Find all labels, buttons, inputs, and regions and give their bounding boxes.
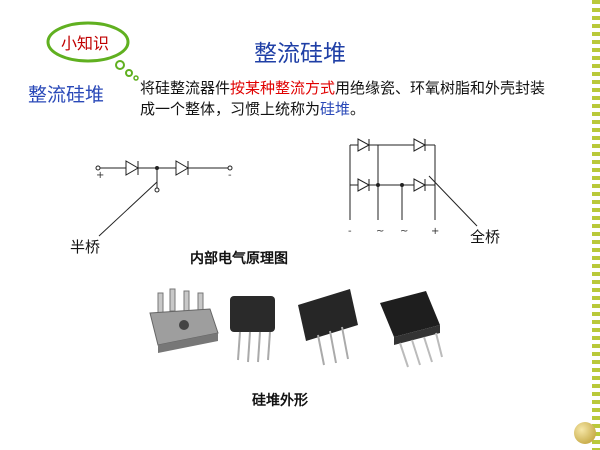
half-bridge-plus: + bbox=[96, 170, 105, 181]
description-text: 将硅整流器件按某种整流方式用绝缘瓷、环氧树脂和外壳封装成一个整体，习惯上统称为硅… bbox=[140, 78, 550, 120]
half-bridge-pointer bbox=[98, 181, 158, 237]
page-title: 整流硅堆 bbox=[254, 41, 346, 67]
bridge-rectifier-flat-package bbox=[230, 296, 275, 363]
corner-ornament bbox=[574, 422, 596, 444]
bubble-label: 小知识 bbox=[60, 34, 109, 53]
full-bridge-label: 全桥 bbox=[470, 228, 501, 246]
internal-diagram-caption: 内部电气原理图 bbox=[190, 251, 288, 267]
decorative-side-strip bbox=[592, 0, 600, 450]
half-bridge-diagram bbox=[95, 160, 233, 193]
desc-term: 硅堆 bbox=[320, 100, 351, 118]
bridge-rectifier-metal-package bbox=[149, 288, 219, 353]
bridge-rectifier-square-package bbox=[380, 291, 443, 368]
full-bridge-diagram bbox=[349, 138, 436, 220]
external-appearance-caption: 硅堆外形 bbox=[252, 393, 308, 409]
half-bridge-minus: - bbox=[228, 170, 232, 181]
desc-part-1: 将硅整流器件 bbox=[140, 79, 231, 97]
full-bridge-pointer bbox=[428, 175, 478, 227]
section-label: 整流硅堆 bbox=[28, 84, 105, 106]
full-bridge-pin-4: + bbox=[431, 226, 440, 237]
half-bridge-label: 半桥 bbox=[70, 238, 101, 256]
full-bridge-pin-2: ~ bbox=[376, 226, 385, 237]
desc-part-3: 用绝缘瓷、环氧树脂和外壳封装成一个整体，习惯上统称为 bbox=[140, 79, 546, 118]
thought-bubble bbox=[46, 21, 139, 81]
desc-end: 。 bbox=[350, 100, 366, 118]
full-bridge-pin-3: ~ bbox=[400, 226, 409, 237]
bridge-rectifier-inline-package bbox=[298, 289, 358, 366]
desc-highlight: 按某种整流方式 bbox=[230, 79, 336, 97]
full-bridge-pin-1: - bbox=[348, 226, 352, 237]
